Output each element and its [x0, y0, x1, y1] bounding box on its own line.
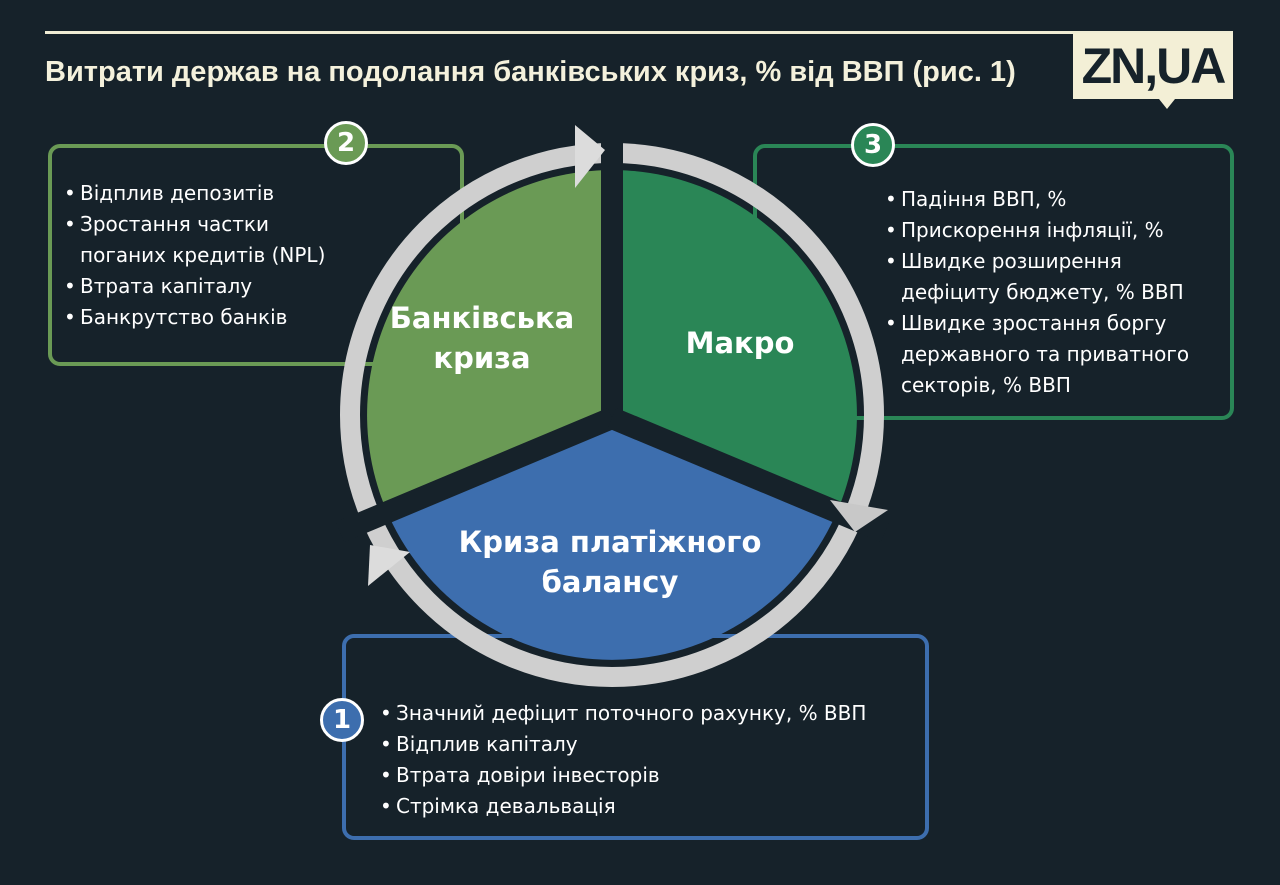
balance-box: Значний дефіцит поточного рахунку, % ВВП… — [342, 634, 929, 840]
list-item: Відплив капіталу — [380, 729, 920, 760]
banking-label-line: Банківська — [389, 301, 575, 335]
page-title: Витрати держав на подолання банківських … — [45, 56, 1016, 88]
macro-label: Макро — [685, 326, 795, 360]
banking-list: Відплив депозитів Зростання частки поган… — [64, 178, 364, 333]
badge-3: 3 — [851, 123, 895, 167]
segment-dividers — [335, 130, 890, 543]
balance-label-line: Криза платіжного — [458, 525, 762, 559]
list-item: Втрата капіталу — [64, 271, 364, 302]
arrow-head-icon — [368, 545, 410, 586]
badge-2: 2 — [324, 121, 368, 165]
badge-1: 1 — [320, 698, 364, 742]
macro-list: Падіння ВВП, % Прискорення інфляції, % Ш… — [885, 184, 1215, 401]
list-item: Швидке розширення дефіциту бюджету, % ВВ… — [885, 246, 1215, 308]
zn-ua-logo: ZN,UA — [1073, 33, 1233, 109]
list-item: Зростання частки поганих кредитів (NPL) — [64, 209, 350, 271]
banking-label: Банківська криза — [372, 298, 592, 378]
arrow-head-icon — [830, 500, 888, 532]
list-item: Значний дефіцит поточного рахунку, % ВВП — [380, 698, 920, 729]
banking-label-line: криза — [433, 341, 531, 375]
list-item: Стрімка девальвація — [380, 791, 920, 822]
balance-label: Криза платіжного балансу — [440, 522, 780, 602]
list-item: Банкрутство банків — [64, 302, 364, 333]
list-item: Швидке зростання боргу державного та при… — [885, 308, 1215, 401]
list-item: Падіння ВВП, % — [885, 184, 1215, 215]
list-item: Прискорення інфляції, % — [885, 215, 1215, 246]
balance-list: Значний дефіцит поточного рахунку, % ВВП… — [380, 698, 920, 822]
list-item: Відплив депозитів — [64, 178, 364, 209]
list-item: Втрата довіри інвесторів — [380, 760, 920, 791]
macro-box: Падіння ВВП, % Прискорення інфляції, % Ш… — [753, 144, 1234, 420]
header-rule — [45, 31, 1233, 34]
balance-label-line: балансу — [541, 565, 679, 599]
macro-segment — [612, 170, 857, 507]
arrow-head-icon — [575, 125, 605, 188]
banking-segment — [367, 170, 612, 507]
